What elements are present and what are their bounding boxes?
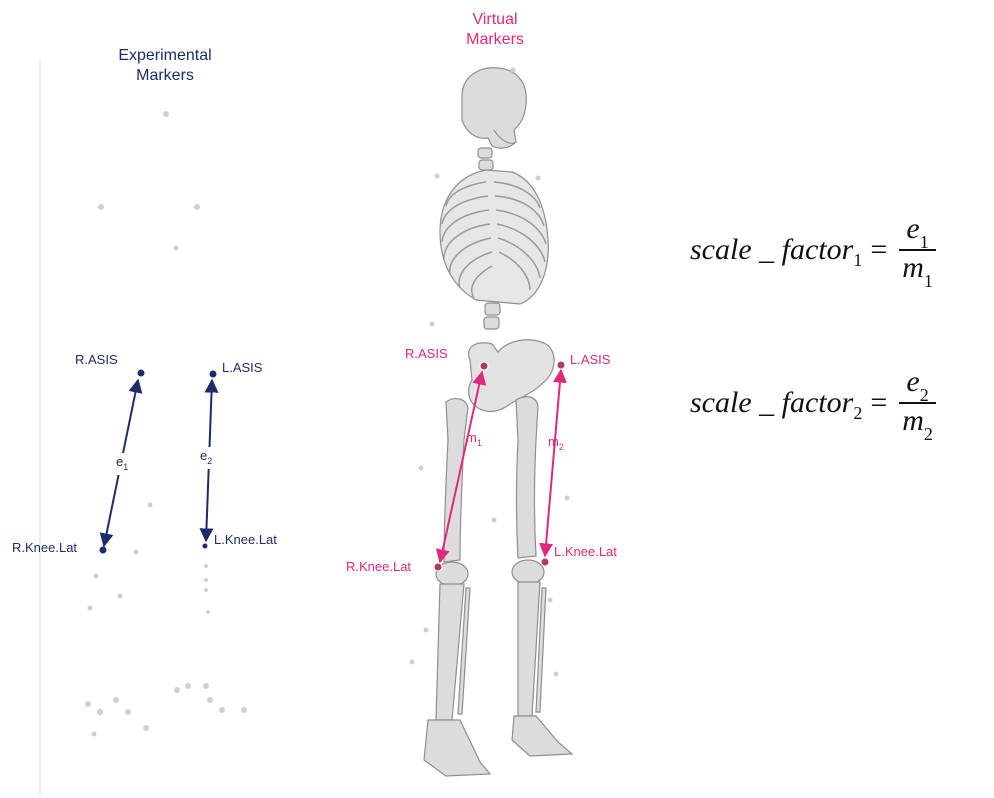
left-femur (516, 397, 538, 558)
formula-2-lhs-sub: 2 (853, 403, 862, 424)
virt-r-asis-label: R.ASIS (405, 346, 448, 361)
exp-l-knee-label: L.Knee.Lat (214, 532, 277, 547)
formula-1-lhs: scale _ factor (690, 233, 853, 267)
virt-r-knee-label: R.Knee.Lat (346, 559, 411, 574)
exp-r-asis-dot (138, 370, 145, 377)
right-femur (444, 399, 468, 562)
m1-label: m1 (466, 430, 482, 448)
skeleton-model (424, 68, 572, 776)
exp-r-knee-dot (100, 547, 107, 554)
virt-r-asis-dot (480, 362, 488, 370)
virt-l-asis-label: L.ASIS (570, 352, 611, 367)
formula-2-equals: = (870, 386, 887, 420)
virt-l-knee-label: L.Knee.Lat (554, 544, 617, 559)
right-foot (424, 720, 490, 776)
experimental-point-cloud (85, 111, 247, 737)
formula-1-equals: = (870, 233, 887, 267)
left-foot (512, 716, 572, 756)
skull (462, 68, 526, 148)
formula-2-denominator-sub: 2 (924, 424, 933, 444)
formula-2-numerator-sub: 2 (920, 385, 929, 405)
formula-1-denominator-sub: 1 (924, 271, 933, 291)
virt-l-asis-dot (557, 361, 565, 369)
virt-l-knee-dot (541, 558, 549, 566)
formula-1-numerator-sub: 1 (920, 232, 929, 252)
formula-1-denominator: m (902, 251, 924, 284)
exp-l-asis-label: L.ASIS (222, 360, 263, 375)
m2-arrow (545, 370, 561, 556)
exp-r-knee-label: R.Knee.Lat (12, 540, 77, 555)
exp-r-asis-label: R.ASIS (75, 352, 118, 367)
formula-1-lhs-sub: 1 (853, 250, 862, 271)
exp-l-asis-dot (210, 371, 217, 378)
formula-2-numerator: e (906, 365, 919, 398)
m2-label: m2 (548, 434, 564, 452)
formula-1-fraction: e1 m1 (899, 212, 936, 288)
exp-l-knee-dot (203, 544, 208, 549)
left-knee (512, 560, 544, 584)
formula-2-lhs: scale _ factor (690, 386, 853, 420)
virt-r-knee-dot (434, 563, 442, 571)
formula-2-fraction: e2 m2 (899, 365, 936, 441)
formula-1-numerator: e (906, 212, 919, 245)
formula-2-denominator: m (902, 404, 924, 437)
